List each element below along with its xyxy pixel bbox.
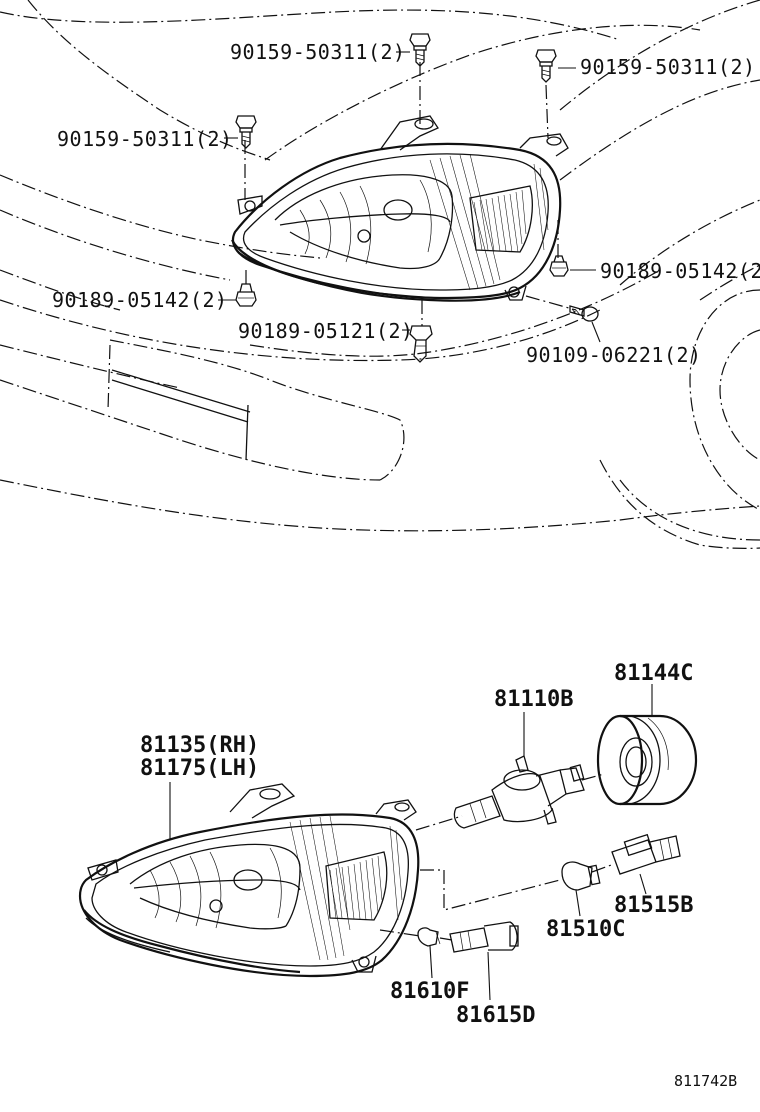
upper-amber-lens-hatch: [473, 189, 527, 253]
label-clip-right: 90189-05142(2): [600, 259, 760, 283]
label-headlamp-lh: 81175(LH): [140, 756, 259, 781]
upper-headlamp-assembly: [231, 115, 569, 302]
label-headlamp-rh: 81135(RH): [140, 733, 259, 758]
screw-bottom-right: [569, 305, 599, 322]
label-bolt-top-center: 90159-50311(2): [230, 40, 406, 64]
bolt-left: [235, 115, 257, 149]
lower-guide-lines: [379, 773, 615, 941]
label-socket-side: 81515B: [614, 893, 693, 918]
label-clip-bottom-center: 90189-05121(2): [238, 319, 414, 343]
bulb-side: [561, 861, 601, 891]
clip-left: [235, 283, 257, 307]
label-clip-left: 90189-05142(2): [52, 288, 228, 312]
clip-right: [549, 255, 569, 277]
socket-side: [611, 833, 681, 875]
label-bulb-main: 81110B: [494, 687, 573, 712]
label-socket-small: 81615D: [456, 1003, 535, 1028]
label-bulb-side: 81510C: [546, 917, 625, 942]
lower-amber-lens-hatch: [329, 855, 383, 921]
label-bolt-left: 90159-50311(2): [57, 127, 233, 151]
bolt-top-center: [409, 33, 431, 67]
bulb-small: [417, 927, 441, 947]
socket-cover: [596, 714, 698, 806]
upper-lens-hatch: [429, 153, 549, 291]
bulb-main: [453, 755, 585, 829]
socket-small: [449, 921, 519, 953]
lower-leaders: [169, 684, 653, 1001]
lower-headlamp-unit: [78, 783, 420, 978]
label-bulb-small: 81610F: [390, 979, 469, 1004]
clip-bottom-center: [409, 325, 433, 363]
upper-guide-lines: [244, 62, 577, 326]
label-socket-cover: 81144C: [614, 661, 693, 686]
upper-leaders: [218, 51, 601, 343]
diagram-code: 811742B: [674, 1072, 737, 1090]
vehicle-body-outline: [0, 0, 760, 549]
label-bolt-top-right: 90159-50311(2): [580, 55, 756, 79]
lower-lens-hatch: [289, 815, 403, 961]
label-screw-bottom-right: 90109-06221(2): [526, 343, 702, 367]
bolt-top-right: [535, 49, 557, 83]
